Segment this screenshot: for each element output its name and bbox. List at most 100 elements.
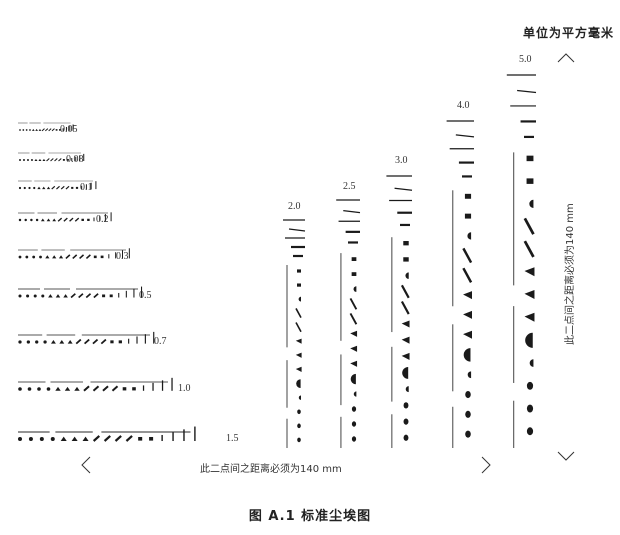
dust-spot (81, 218, 84, 221)
figure-caption: 图 A.1 标准尘埃图 (248, 509, 372, 524)
dust-spot (62, 128, 64, 131)
dust-spot (55, 294, 61, 298)
row-label-0.08: 0.08 (66, 154, 84, 165)
dust-spot (350, 330, 358, 337)
dust-spot (194, 426, 196, 442)
dust-spot (46, 218, 51, 222)
dust-spot (295, 308, 302, 319)
dust-spot (28, 436, 33, 442)
dust-spot (462, 247, 473, 264)
dust-spot (78, 293, 84, 299)
dust-spot (529, 359, 534, 367)
dust-spot (51, 128, 55, 132)
dust-spot (30, 159, 33, 161)
dust-spot (65, 254, 71, 259)
dust-spot (524, 312, 535, 322)
dust-spot (83, 153, 85, 161)
dust-spot (72, 254, 78, 259)
dust-spot (349, 312, 358, 325)
dust-spot (351, 406, 357, 412)
dust-spot (92, 338, 99, 345)
dust-spot (297, 283, 301, 287)
dust-spot (71, 186, 74, 189)
dust-spot (104, 214, 106, 222)
dust-spot (465, 390, 471, 399)
dust-spot (349, 297, 358, 310)
dust-spot (28, 186, 31, 190)
dust-spot (60, 436, 67, 442)
dust-spot (46, 186, 51, 190)
dust-spot (48, 294, 53, 298)
dust-spot (92, 435, 101, 442)
dust-spot (125, 290, 127, 298)
dust-spot (297, 409, 301, 415)
dust-spot (523, 240, 535, 258)
dust-spot (33, 186, 36, 190)
dust-spot (18, 218, 22, 222)
dust-spot (400, 284, 410, 299)
dust-spot (142, 385, 145, 391)
dust-spot (35, 128, 38, 131)
dust-spot (30, 218, 33, 222)
dust-spot (351, 257, 357, 261)
dust-spot (85, 184, 87, 190)
dust-spot (161, 434, 163, 442)
dust-spot (71, 436, 78, 442)
dust-spot (351, 272, 357, 276)
dust-spot (87, 218, 90, 221)
dust-spot (90, 182, 92, 190)
dust-spot (128, 338, 130, 344)
dust-spot (58, 158, 62, 162)
dust-spot (102, 294, 106, 298)
dust-spot (403, 418, 409, 425)
dust-spot (38, 128, 42, 131)
dust-spot (75, 186, 79, 189)
dust-spot (403, 257, 409, 262)
dust-spot (463, 330, 473, 339)
row-label-0.7: 0.7 (154, 336, 167, 347)
dust-spot (58, 255, 64, 259)
dust-spot (122, 387, 127, 391)
row-label-0.05: 0.05 (60, 124, 78, 135)
dust-spot (296, 379, 301, 389)
dust-spot (62, 159, 65, 161)
dust-spot (99, 215, 101, 222)
dust-spot (50, 340, 56, 344)
dust-spot (39, 436, 44, 442)
dust-spot (118, 292, 120, 298)
dust-spot (125, 435, 133, 442)
dust-spot (95, 181, 97, 190)
dust-spot (26, 340, 30, 344)
dust-spot (72, 124, 74, 131)
dust-spot (103, 435, 111, 442)
dust-spot (42, 158, 46, 161)
dust-spot (27, 387, 32, 391)
dust-spot (402, 366, 409, 379)
vertical-distance-note: 此二点间之距离必须为140 mm (565, 203, 576, 345)
dust-spot (65, 185, 70, 190)
dust-spot (81, 185, 83, 190)
dust-spot (57, 217, 63, 222)
dust-spot (108, 254, 110, 259)
dust-spot (63, 294, 68, 298)
dust-spot (51, 185, 56, 190)
dust-spot (297, 437, 301, 443)
dust-spot (74, 217, 80, 222)
dust-spot (43, 340, 47, 344)
dust-spot (52, 218, 57, 222)
dust-spot (161, 380, 164, 391)
up-arrow-icon (557, 53, 575, 63)
row-label-0.2: 0.2 (96, 214, 109, 225)
dust-spot (69, 217, 74, 222)
left-arrow-icon (81, 456, 91, 474)
dust-spot (526, 427, 534, 436)
dust-spot (26, 159, 29, 161)
dust-spot (149, 436, 154, 441)
dust-spot (295, 352, 302, 358)
dust-spot (353, 286, 357, 292)
dust-spot (122, 250, 123, 259)
horizontal-distance-note: 此二点间之距离必须为140 mm (200, 464, 342, 475)
dust-spot (32, 255, 36, 259)
dust-spot (50, 158, 54, 162)
dust-spot (29, 129, 31, 131)
